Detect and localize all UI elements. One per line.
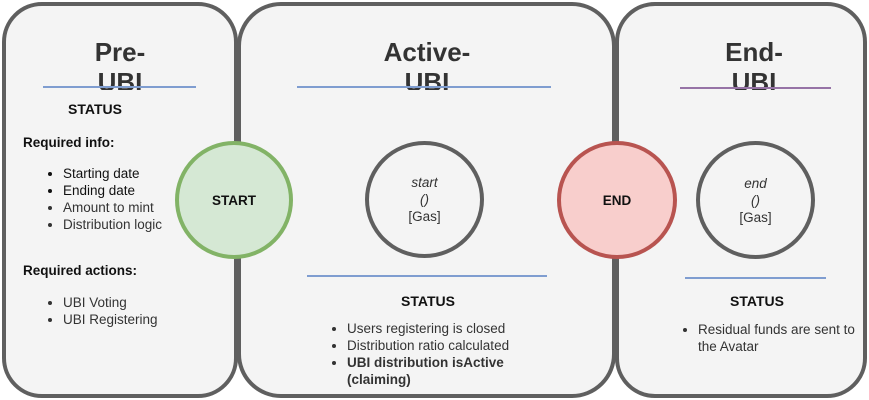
- start-function-name: start: [411, 175, 438, 190]
- active-ubi-divider: [297, 86, 551, 88]
- list-item: Starting date: [63, 165, 185, 182]
- pre-ubi-title: Pre- UBI: [94, 37, 146, 90]
- end-function-gas: [Gas]: [739, 209, 772, 225]
- list-item: Residual funds are sent to the Avatar: [698, 321, 869, 355]
- required-info-heading: Required info:: [23, 135, 115, 150]
- start-function-parens: (): [420, 192, 429, 207]
- active-status-divider: [307, 275, 547, 277]
- active-ubi-title: Active- UBI: [383, 37, 471, 90]
- list-item: Distribution logic: [63, 216, 185, 233]
- list-item: UBI Voting: [63, 294, 193, 311]
- pre-ubi-divider: [43, 86, 196, 88]
- list-item: Amount to mint: [63, 199, 185, 216]
- start-function-gas: [Gas]: [408, 209, 441, 224]
- list-item: Users registering is closed: [347, 320, 547, 337]
- end-ubi-divider: [680, 87, 831, 89]
- pre-ubi-status: STATUS: [68, 101, 122, 117]
- end-function-name: end: [744, 175, 767, 191]
- list-item: UBI Registering: [63, 311, 193, 328]
- start-marker: START: [175, 141, 293, 259]
- required-info-list: Starting date Ending date Amount to mint…: [45, 165, 185, 233]
- start-function-circle: start () [Gas]: [365, 141, 484, 258]
- end-ubi-title: End- UBI: [725, 37, 783, 90]
- end-ubi-status: STATUS: [730, 293, 784, 309]
- list-item: Distribution ratio calculated: [347, 337, 547, 354]
- required-actions-heading: Required actions:: [23, 263, 138, 278]
- end-status-list: Residual funds are sent to the Avatar: [680, 321, 869, 355]
- list-item: Ending date: [63, 182, 185, 199]
- list-item: UBI distribution isActive (claiming): [347, 354, 547, 388]
- end-function-parens: (): [751, 192, 760, 208]
- active-ubi-status: STATUS: [401, 293, 455, 309]
- start-marker-label: START: [212, 192, 256, 208]
- end-marker-label: END: [602, 192, 632, 208]
- end-marker: END: [557, 141, 677, 259]
- end-function-circle: end () [Gas]: [696, 141, 815, 259]
- end-status-divider: [685, 277, 826, 279]
- active-status-list: Users registering is closed Distribution…: [329, 320, 547, 388]
- required-actions-list: UBI Voting UBI Registering: [45, 294, 193, 328]
